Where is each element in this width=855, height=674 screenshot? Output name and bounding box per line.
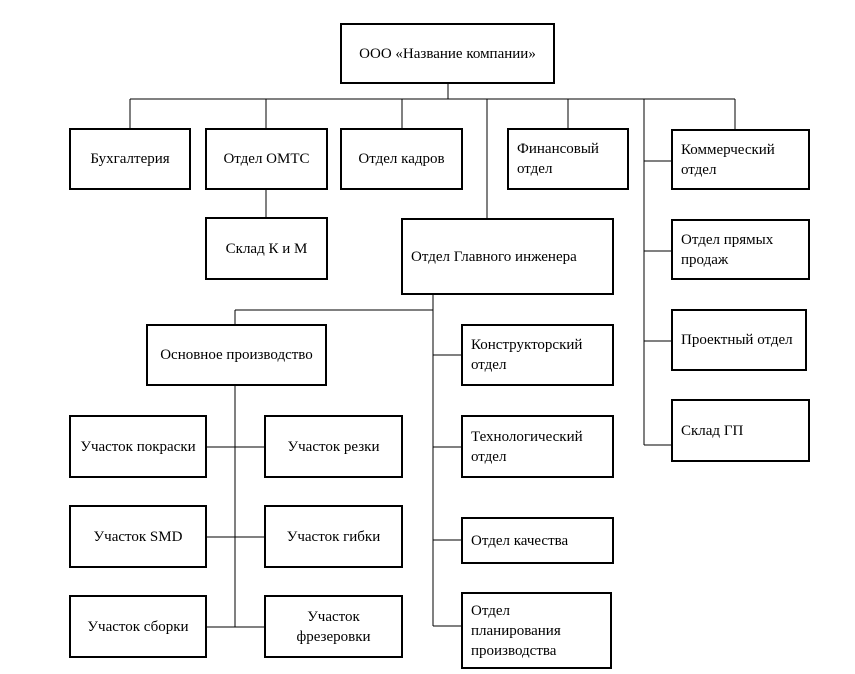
dept-box-design: Конструкторский отдел <box>461 324 614 386</box>
dept-label-warehouse-km: Склад К и М <box>225 240 308 257</box>
dept-label-milling: Участок фрезеровки <box>296 608 371 645</box>
dept-box-project: Проектный отдел <box>671 309 807 371</box>
dept-label-chief-engineer: Отдел Главного инженера <box>411 248 577 265</box>
company-label: ООО «Название компании» <box>359 45 536 62</box>
dept-box-hr: Отдел кадров <box>340 128 463 190</box>
dept-label-painting: Участок покраски <box>80 438 196 455</box>
dept-label-omts: Отдел ОМТС <box>223 151 310 167</box>
dept-box-cutting: Участок резки <box>264 415 403 478</box>
dept-label-cutting: Участок резки <box>287 438 380 455</box>
dept-label-project: Проектный отдел <box>681 332 793 348</box>
dept-label-main-production: Основное производство <box>160 347 313 363</box>
dept-box-chief-engineer: Отдел Главного инженера <box>401 218 614 295</box>
dept-label-bending: Участок гибки <box>286 528 381 545</box>
dept-box-quality: Отдел качества <box>461 517 614 564</box>
dept-box-bending: Участок гибки <box>264 505 403 568</box>
dept-label-direct-sales: Отдел прямых продаж <box>681 231 774 268</box>
dept-box-omts: Отдел ОМТС <box>205 128 328 190</box>
dept-box-smd: Участок SMD <box>69 505 207 568</box>
dept-box-production-planning: Отдел планирования производства <box>461 592 612 669</box>
company-box: ООО «Название компании» <box>340 23 555 84</box>
dept-box-painting: Участок покраски <box>69 415 207 478</box>
dept-box-main-production: Основное производство <box>146 324 327 386</box>
dept-label-production-planning: Отдел планирования производства <box>471 602 561 659</box>
dept-box-technology: Технологический отдел <box>461 415 614 478</box>
dept-label-hr: Отдел кадров <box>358 151 445 167</box>
dept-label-quality: Отдел качества <box>471 532 569 549</box>
dept-label-technology: Технологический отдел <box>471 428 583 465</box>
dept-label-accounting: Бухгалтерия <box>90 151 170 167</box>
dept-box-commercial: Коммерческий отдел <box>671 129 810 190</box>
dept-box-milling: Участок фрезеровки <box>264 595 403 658</box>
dept-box-direct-sales: Отдел прямых продаж <box>671 219 810 280</box>
dept-box-assembly: Участок сборки <box>69 595 207 658</box>
dept-label-finance: Финансовый отдел <box>517 141 599 177</box>
dept-box-finance: Финансовый отдел <box>507 128 629 190</box>
dept-label-design: Конструкторский отдел <box>471 337 583 373</box>
dept-box-warehouse-gp: Склад ГП <box>671 399 810 462</box>
dept-box-warehouse-km: Склад К и М <box>205 217 328 280</box>
dept-label-commercial: Коммерческий отдел <box>681 141 775 178</box>
dept-label-smd: Участок SMD <box>93 528 183 545</box>
dept-label-warehouse-gp: Склад ГП <box>681 422 744 439</box>
dept-label-assembly: Участок сборки <box>87 618 189 635</box>
dept-box-accounting: Бухгалтерия <box>69 128 191 190</box>
